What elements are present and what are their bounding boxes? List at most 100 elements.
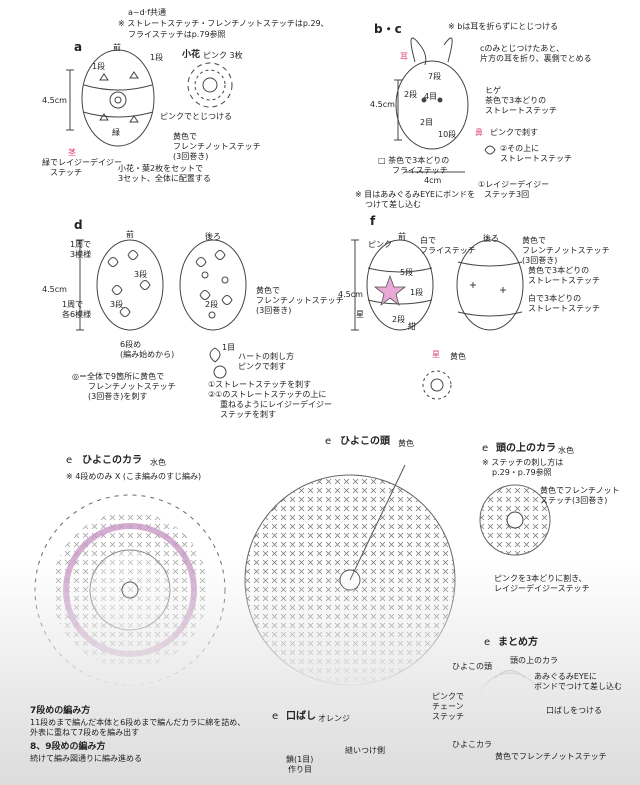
- a-arrange-1: 小花・葉2枚をセットで: [118, 164, 204, 173]
- e-finish-yellow: 黄色でフレンチノットステッチ: [495, 752, 607, 761]
- f-dim: 4.5cm: [338, 290, 363, 299]
- heart-diagram: [209, 347, 227, 379]
- bc-dim-h: 4.5cm: [370, 100, 395, 109]
- bc-row-4: 2目: [420, 118, 434, 127]
- e-beak-title: 口ばし: [286, 711, 316, 722]
- bc-ear-desc-1: cのみとじつけたあと、: [480, 44, 565, 53]
- a-flower-sub: ピンク 3枚: [203, 51, 243, 60]
- d-yellow-2: フレンチノットステッチ: [256, 296, 344, 305]
- d-r2-b: 各6模様: [62, 310, 92, 319]
- d-heart-1: ハートの刺し方: [238, 352, 294, 361]
- e-head-color: 黄色: [398, 439, 414, 448]
- common-note-1: ※ ストレートステッチ・フレンチノットステッチはp.29、: [118, 19, 329, 28]
- head-chart: [244, 464, 456, 686]
- e-finish-label: e: [484, 637, 491, 648]
- e-row7-title: 7段めの編み方: [30, 706, 91, 716]
- e-row7-1: 11段めまで編んだ本体と6段めまで編んだカラに綿を詰め、: [30, 718, 246, 727]
- a-flower-title: 小花: [182, 50, 201, 60]
- bc-mouth-2: フライステッチ: [392, 166, 448, 175]
- d-all-1: ◎＝全体で9箇所に黄色で: [72, 372, 165, 381]
- a-ring-3: 緑: [112, 128, 120, 137]
- d-heart-step-2b: 重ねるようにレイジーデイジー: [220, 400, 332, 409]
- f-star-title: 星: [432, 350, 440, 359]
- egg-a-shape: [66, 49, 155, 147]
- d-r2-a: 1周で: [62, 300, 84, 309]
- f-pink: ピンク: [368, 240, 392, 249]
- d-start-2: (編み始めから): [120, 350, 175, 359]
- d-heart-step-2c: ステッチを刺す: [220, 410, 276, 419]
- e-collar-title: ひよこのカラ: [82, 455, 142, 466]
- e-head-title: ひよこの頭: [340, 436, 390, 447]
- common-header: a~d·f共通: [128, 8, 167, 17]
- e-finish-title: まとめ方: [498, 637, 538, 648]
- f-ys-2: ストレートステッチ: [528, 276, 600, 285]
- d-r1-a: 1周で: [70, 240, 92, 249]
- bc-nose-desc: ピンクで刺す: [490, 128, 538, 137]
- beak-diagram: [289, 725, 367, 741]
- d-r1-b: 3模様: [70, 250, 92, 259]
- bc-row-2: 4目: [424, 92, 438, 101]
- section-d-label: d: [74, 218, 83, 232]
- a-yellow-2: フレンチノットステッチ: [173, 142, 261, 151]
- e-beak-step-1: 鎖(1目): [286, 755, 314, 764]
- bc-nose: 鼻: [475, 128, 483, 137]
- e-beak-label: e: [272, 711, 279, 722]
- a-ring-2: 1段: [92, 62, 106, 71]
- f-white-fly-1: 白で: [420, 236, 436, 245]
- egg-f-back: [456, 239, 524, 331]
- finished-chick: [477, 670, 543, 738]
- d-dim: 4.5cm: [42, 285, 67, 294]
- a-stem-desc-1: 緑でレイジーデイジー: [42, 158, 122, 167]
- e-top-label: e: [482, 443, 489, 454]
- bc-step1-b: ステッチ3回: [484, 190, 530, 199]
- e-finish-top: 頭の上のカラ: [510, 656, 558, 665]
- d-yellow-3: (3回巻き): [256, 306, 292, 315]
- e-top-note-1: ※ ステッチの刺し方は: [482, 458, 564, 467]
- f-white-fly-2: フライステッチ: [420, 246, 476, 255]
- a-stem-label: 茎: [68, 148, 76, 157]
- egg-d-front: [76, 239, 164, 331]
- bc-whisker-3: ストレートステッチ: [485, 106, 557, 115]
- top-collar-chart: [479, 484, 551, 556]
- d-back: 後ろ: [205, 232, 221, 241]
- d-start-1: 6段め: [120, 340, 142, 349]
- pink-star-icon: [373, 274, 407, 307]
- e-top-ps-2: レイジーデイジーステッチ: [494, 584, 590, 593]
- bc-step1-a: ①レイジーデイジー: [478, 180, 550, 189]
- f-star-color: 黄色: [450, 352, 466, 361]
- bc-ear: 耳: [400, 52, 408, 61]
- bc-eye-note-1: ※ 目はあみぐるみEYEにボンドを: [355, 190, 476, 199]
- collar-chart: [34, 494, 226, 686]
- egg-d-back: [179, 239, 247, 331]
- section-f-label: f: [370, 214, 376, 228]
- small-flower-a: [187, 62, 233, 108]
- f-ws-1: 白で3本どりの: [528, 294, 582, 303]
- bc-ear-desc-2: 片方の耳を折り、裏側でとめる: [480, 54, 592, 63]
- d-heart-step-2a: ②①のストレートステッチの上に: [208, 390, 327, 399]
- f-back: 後ろ: [483, 234, 499, 243]
- e-top-yk-1: 黄色でフレンチノット: [540, 486, 620, 495]
- d-heart-2: ピンクで刺す: [238, 362, 286, 371]
- f-yk-1: 黄色で: [522, 236, 546, 245]
- e-collar-note: ※ 4段めのみ X (こま編みのすじ編み): [66, 472, 202, 481]
- e-finish-pink-3: ステッチ: [432, 712, 464, 721]
- e-collar-label: e: [66, 455, 73, 466]
- d-heart-step-1: ①ストレートステッチを刺す: [208, 380, 312, 389]
- bc-step2-b: ストレートステッチ: [500, 154, 572, 163]
- bc-row-1: 7段: [428, 72, 442, 81]
- f-yk-2: フレンチノットステッチ: [522, 246, 610, 255]
- e-row89-title: 8、9段めの編み方: [30, 742, 106, 752]
- bc-dim-w: 4cm: [424, 176, 442, 185]
- star-motif-f: [422, 370, 452, 400]
- e-beak-step-2: 作り目: [288, 765, 312, 774]
- d-front: 前: [126, 230, 134, 239]
- d-row-3: 2段: [205, 300, 219, 309]
- d-all-2: フレンチノットステッチ: [88, 382, 176, 391]
- f-yk-3: (3回巻き): [522, 256, 558, 265]
- d-row-1: 3段: [134, 270, 148, 279]
- bc-row-3: 2段: [404, 90, 418, 99]
- a-dim: 4.5cm: [42, 96, 67, 105]
- bc-whisker-1: ヒゲ: [485, 86, 501, 95]
- bc-row-5: 10段: [438, 130, 457, 139]
- bunny-bc-shape: [394, 37, 496, 173]
